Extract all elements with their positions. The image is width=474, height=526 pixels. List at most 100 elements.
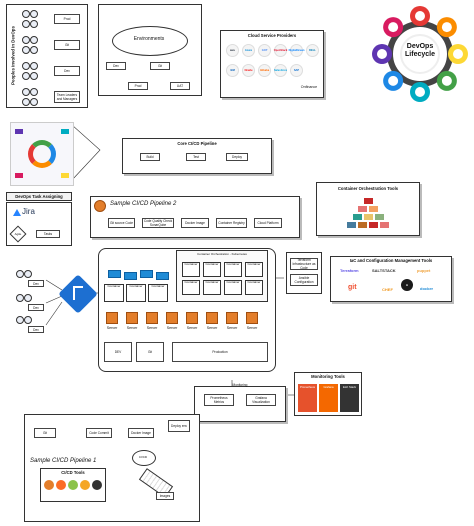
jira-icon <box>13 209 21 216</box>
lifecycle-stage-icon <box>415 87 425 97</box>
cloud-provider-logo: DELL <box>306 44 319 57</box>
iac-title: IaC and Configuration Management Tools <box>349 258 433 263</box>
orchestration-panel <box>316 182 420 236</box>
thumbnail-block <box>61 129 69 134</box>
dev-label: Dev <box>28 280 44 287</box>
thumbnail-block <box>15 129 23 134</box>
env-git: Git <box>150 62 170 70</box>
server-label: Server <box>246 326 258 330</box>
iac-saltstack: SALTSTACK <box>372 268 396 273</box>
server-label: Server <box>186 326 198 330</box>
orchestration-logo <box>358 206 367 212</box>
k8s-container: Container <box>245 262 263 277</box>
orchestration-title: Container Orchestration Tools <box>337 186 399 191</box>
docker-block <box>140 270 153 278</box>
person-icon <box>16 270 24 278</box>
k8s-container: Container <box>224 280 242 295</box>
env-box-dev: DEV <box>104 342 132 362</box>
lifecycle-diagram: DevOps Lifecycle <box>372 6 468 102</box>
lifecycle-stage-icon <box>441 75 452 86</box>
task-header <box>6 192 72 201</box>
cloud-provider-logo: IBM <box>226 64 239 77</box>
person-icon <box>22 20 30 28</box>
role-git: Git <box>54 40 80 50</box>
jira-label: Jira <box>22 207 35 216</box>
server-icon <box>226 312 238 324</box>
monitoring-prometheus: Prometheus Metrics <box>204 394 234 406</box>
person-icon <box>30 72 38 80</box>
cloud-last-label: Onfinance <box>300 85 318 89</box>
sample1-title: Sample CI/CD Pipeline 1 <box>30 458 97 464</box>
person-icon <box>24 316 32 324</box>
iac-panel <box>330 256 452 302</box>
orchestration-logo <box>369 206 378 212</box>
sample2-panel <box>90 196 300 238</box>
people-title: Peoples Involved in DevOps <box>10 26 16 85</box>
cicd-tools-title: CI/CD Tools <box>61 470 85 475</box>
person-icon <box>30 36 38 44</box>
orchestration-logo <box>352 214 362 220</box>
env-prod: Prod <box>128 82 148 90</box>
cloud-provider-logo: Salesforce <box>274 64 287 77</box>
role-prod: Prod <box>54 14 80 24</box>
monitoring-tool-name: ELK Stack <box>342 385 357 389</box>
iac-terraform: Terraform <box>340 268 359 273</box>
cloud-provider-logo: GCP <box>258 44 271 57</box>
git-branch-glyph <box>73 286 83 300</box>
orchestration-logo <box>369 222 378 228</box>
iac-chef: CHEF <box>382 287 393 292</box>
monitoring-tool-name: Grafana <box>323 385 334 389</box>
environments-title: Environments <box>133 36 165 42</box>
cicd-tool-icon <box>80 480 90 490</box>
dev-label: Dev <box>28 304 44 311</box>
person-icon <box>22 72 30 80</box>
person-icon <box>22 88 30 96</box>
person-icon <box>22 36 30 44</box>
env-uat: UAT <box>170 82 190 90</box>
thumbnail-ring <box>28 140 56 168</box>
agile-label: Agile <box>14 232 22 236</box>
step-test: Test <box>186 153 206 161</box>
server-label: Server <box>206 326 218 330</box>
s2-step-docker: Docker Image <box>181 218 209 228</box>
k8s-container: Container <box>203 280 221 295</box>
person-icon <box>30 10 38 18</box>
task-title: DevOps Task Assigning <box>15 194 63 199</box>
k8s-header: Container Orchestration - Kubernetes <box>197 252 247 256</box>
server-label: Server <box>106 326 118 330</box>
iac-git: git <box>348 284 357 291</box>
k8s-container: Container <box>182 262 200 277</box>
orchestration-logo <box>363 198 373 204</box>
server-icon <box>166 312 178 324</box>
k8s-container: Container <box>245 280 263 295</box>
s2-step-git: Git source Code <box>108 218 135 228</box>
server-icon <box>126 312 138 324</box>
person-icon <box>16 316 24 324</box>
server-label: Server <box>146 326 158 330</box>
lifecycle-center <box>400 34 440 74</box>
person-icon <box>22 10 30 18</box>
lifecycle-ring <box>372 6 468 102</box>
person-icon <box>30 20 38 28</box>
s1-step-git: Git <box>34 428 56 438</box>
lifecycle-stage-icon <box>453 49 463 59</box>
cloud-provider-logo: SAP <box>290 64 303 77</box>
k8s-container: Container <box>224 262 242 277</box>
dev-label: Dev <box>28 326 44 333</box>
k8s-container: Container <box>182 280 200 295</box>
docker-block <box>124 272 137 280</box>
lifecycle-stage-icon <box>388 22 399 33</box>
person-icon <box>30 62 38 70</box>
docker-block <box>108 270 121 278</box>
dev-container: Container <box>126 284 146 302</box>
step-deploy: Deploy <box>226 153 248 161</box>
environments-cloud <box>112 26 188 56</box>
s1-ci-circle <box>132 450 156 466</box>
person-icon <box>30 98 38 106</box>
server-label: Server <box>226 326 238 330</box>
cicd-tool-icon <box>68 480 78 490</box>
orchestration-logo <box>347 222 356 228</box>
monitoring-tool-name: Prometheus <box>299 385 316 389</box>
person-icon <box>22 46 30 54</box>
monitoring-grafana: Grafana Visualization <box>246 394 276 406</box>
